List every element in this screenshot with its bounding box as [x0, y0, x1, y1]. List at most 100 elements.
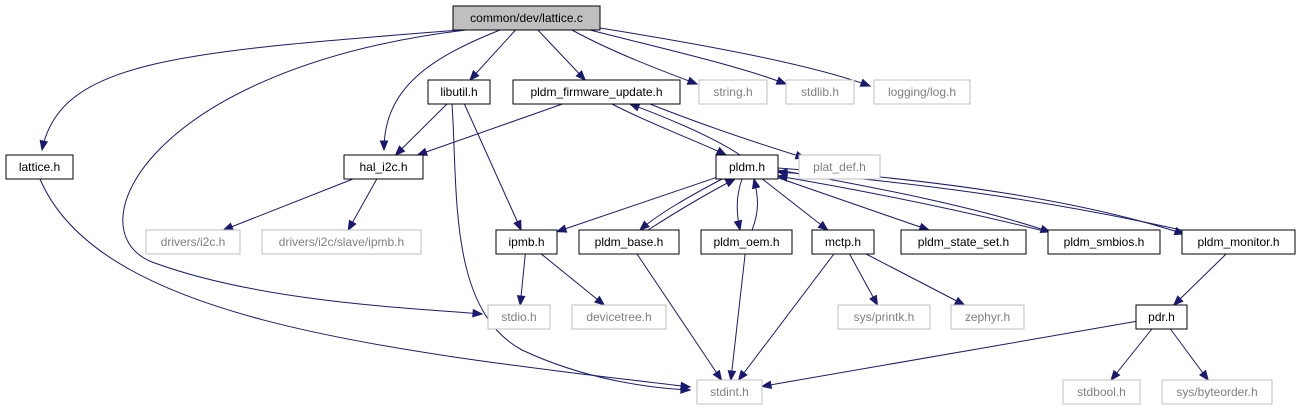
edge-line — [556, 177, 717, 233]
node-zephyr-h: zephyr.h — [950, 304, 1025, 330]
node-box — [785, 79, 855, 105]
edge-line — [738, 253, 835, 381]
node-box — [145, 229, 241, 255]
node-label: hal_i2c.h — [359, 160, 407, 174]
edge-line — [611, 103, 727, 156]
node-devicetree-h: devicetree.h — [571, 304, 667, 330]
node-pldm-smbios-h[interactable]: pldm_smbios.h — [1047, 229, 1161, 255]
node-box — [512, 79, 681, 105]
edge-line — [639, 178, 723, 231]
edge-line — [451, 103, 691, 391]
edge-arrowhead — [416, 147, 428, 156]
node-hal-i2c-h[interactable]: hal_i2c.h — [343, 154, 424, 180]
edge-arrowhead — [222, 222, 234, 231]
edge-pdr_h-to-stdbool_h — [1110, 328, 1153, 382]
edge-arrowhead — [953, 296, 966, 306]
node-box — [1135, 304, 1188, 330]
node-pldm-h[interactable]: pldm.h — [715, 154, 779, 180]
edge-line — [647, 178, 736, 231]
edge-line — [1110, 328, 1153, 381]
node-label: stdlib.h — [801, 85, 839, 99]
node-label: logging/log.h — [888, 85, 956, 99]
node-libutil-h[interactable]: libutil.h — [427, 79, 491, 105]
edge-hal_i2c_h-to-drivers_i2c_h — [222, 178, 354, 231]
edge-arrowhead — [1172, 295, 1184, 306]
node-label: pldm_oem.h — [713, 235, 779, 249]
edge-line — [629, 103, 741, 156]
node-label: zephyr.h — [965, 310, 1010, 324]
node-pdr-h[interactable]: pdr.h — [1135, 304, 1188, 330]
edge-arrowhead — [918, 222, 931, 231]
node-ipmb-h[interactable]: ipmb.h — [495, 229, 558, 255]
node-box — [487, 304, 551, 330]
edge-arrowhead — [775, 76, 788, 85]
edge-arrowhead — [628, 103, 641, 112]
node-mctp-h[interactable]: mctp.h — [811, 229, 875, 255]
edge-arrowhead — [715, 146, 728, 156]
edge-root-to-libutil_h — [469, 29, 516, 81]
node-box — [698, 79, 768, 105]
edge-arrowhead — [379, 140, 389, 152]
edge-arrowhead — [776, 168, 788, 177]
edge-line — [39, 178, 691, 388]
edge-arrowhead — [727, 370, 737, 382]
node-string-h: string.h — [698, 79, 768, 105]
edge-arrowhead — [859, 78, 872, 87]
edge-ipmb_h-to-devicetree_h — [540, 253, 606, 306]
edge-arrowhead — [638, 220, 650, 231]
edge-arrowhead — [869, 294, 879, 307]
edge-arrowhead — [575, 70, 587, 81]
node-box — [1062, 379, 1141, 405]
node-printk-h: sys/printk.h — [837, 304, 931, 330]
node-lattice-h[interactable]: lattice.h — [5, 154, 74, 180]
node-label: string.h — [713, 85, 752, 99]
node-label: stdint.h — [710, 385, 749, 399]
edge-root-to-pldm_fw_h — [537, 29, 587, 81]
node-root: common/dev/lattice.c — [452, 5, 601, 31]
node-box — [261, 229, 422, 255]
node-label: stdio.h — [501, 310, 536, 324]
edge-mctp_h-to-printk_h — [849, 253, 879, 307]
edge-arrowhead — [817, 220, 829, 231]
edge-line — [571, 29, 698, 85]
edge-hal_i2c_h-to-ipmb_slave_h — [347, 178, 378, 232]
edge-line — [122, 29, 483, 315]
edge-arrowhead — [733, 219, 743, 232]
node-pldm-base-h[interactable]: pldm_base.h — [578, 229, 680, 255]
node-label: plat_def.h — [813, 160, 866, 174]
node-label: pldm_base.h — [595, 235, 664, 249]
node-label: pldm_monitor.h — [1197, 235, 1279, 249]
node-pldm-monitor-h[interactable]: pldm_monitor.h — [1181, 229, 1296, 255]
edge-line — [761, 320, 1137, 387]
node-label: drivers/i2c/slave/ipmb.h — [279, 235, 404, 249]
edge-arrowhead — [724, 178, 737, 188]
node-pldm-oem-h[interactable]: pldm_oem.h — [700, 229, 793, 255]
node-label: lattice.h — [19, 160, 60, 174]
edge-pldm_h-to-pldm_state_set_h — [777, 177, 931, 231]
edge-ipmb_h-to-stdio_h — [516, 253, 526, 307]
node-box — [715, 154, 779, 180]
edge-libutil_h-to-stdint_h — [451, 103, 692, 394]
edge-pldm_h-to-pldm_base_h — [638, 178, 723, 231]
node-pldm-state-set-h[interactable]: pldm_state_set.h — [900, 229, 1027, 255]
edge-pldm_smbios_h-to-pldm_h — [776, 173, 1053, 234]
edge-line — [395, 103, 448, 156]
node-box — [696, 379, 763, 405]
edge-line — [1173, 253, 1227, 306]
node-pldm-fw-h[interactable]: pldm_firmware_update.h — [512, 79, 681, 105]
edge-line — [865, 253, 965, 306]
edge-arrowhead — [594, 295, 606, 306]
edge-pldm_h-to-mctp_h — [762, 178, 829, 231]
node-label: mctp.h — [825, 235, 861, 249]
edge-line — [777, 175, 1053, 234]
node-label: pldm_firmware_update.h — [530, 85, 662, 99]
edge-root-to-hal_i2c_h — [379, 29, 501, 152]
edge-mctp_h-to-zephyr_h — [865, 253, 966, 306]
edge-line — [223, 178, 354, 231]
edge-line — [649, 103, 806, 159]
node-label: pdr.h — [1148, 310, 1175, 324]
edge-line — [463, 103, 522, 231]
edge-line — [589, 29, 787, 85]
edge-pdr_h-to-stdint_h — [760, 320, 1137, 390]
